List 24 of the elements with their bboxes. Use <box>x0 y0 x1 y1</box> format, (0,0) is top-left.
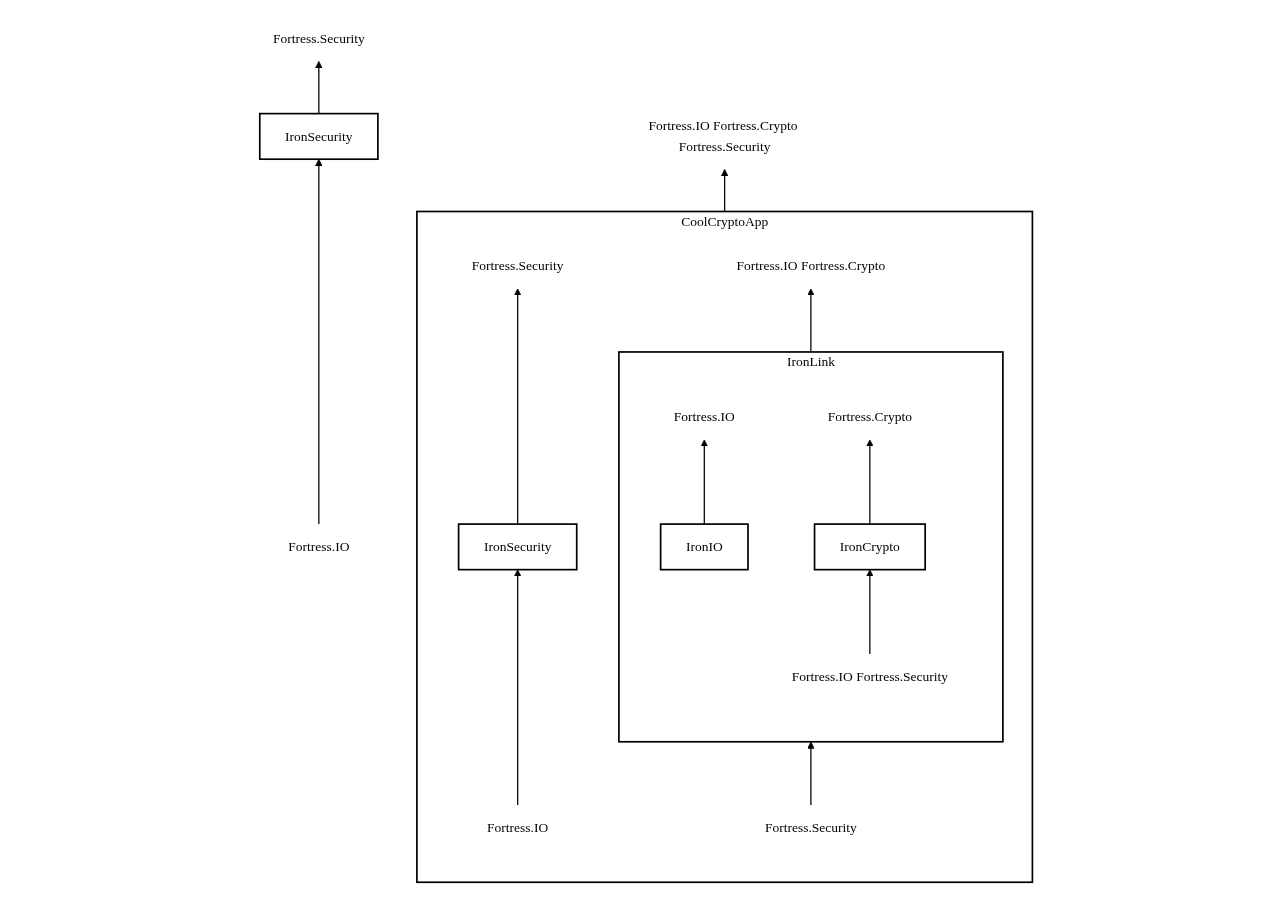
arrow <box>513 288 522 525</box>
node-box: IronCrypto <box>813 523 926 571</box>
node-text: Fortress.IO <box>487 820 549 835</box>
node-text: Fortress.IO <box>673 409 735 424</box>
node-text: Fortress.Security <box>764 820 857 835</box>
arrow <box>315 158 323 525</box>
node-text: Fortress.Crypto <box>827 409 913 424</box>
arrow <box>807 741 815 806</box>
node-text: Fortress.IO <box>288 539 350 554</box>
node-text: Fortress.IO Fortress.Crypto <box>736 258 886 273</box>
node-box: IronSecurity <box>457 523 578 571</box>
arrow <box>720 168 729 213</box>
arrow <box>513 569 522 806</box>
arrow <box>807 288 815 353</box>
arrow <box>700 439 708 525</box>
node-text: Fortress.Security <box>471 258 564 273</box>
node-box: IronSecurity <box>258 112 379 161</box>
arrow <box>866 569 874 655</box>
node-text: Fortress.Security <box>272 30 365 46</box>
arrow <box>315 60 323 115</box>
arrow <box>866 439 874 525</box>
node-text: Fortress.IO Fortress.Crypto Fortress.Security <box>648 118 798 154</box>
node-text: Fortress.IO Fortress.Security <box>791 669 949 684</box>
node-box: IronIO <box>659 523 749 571</box>
